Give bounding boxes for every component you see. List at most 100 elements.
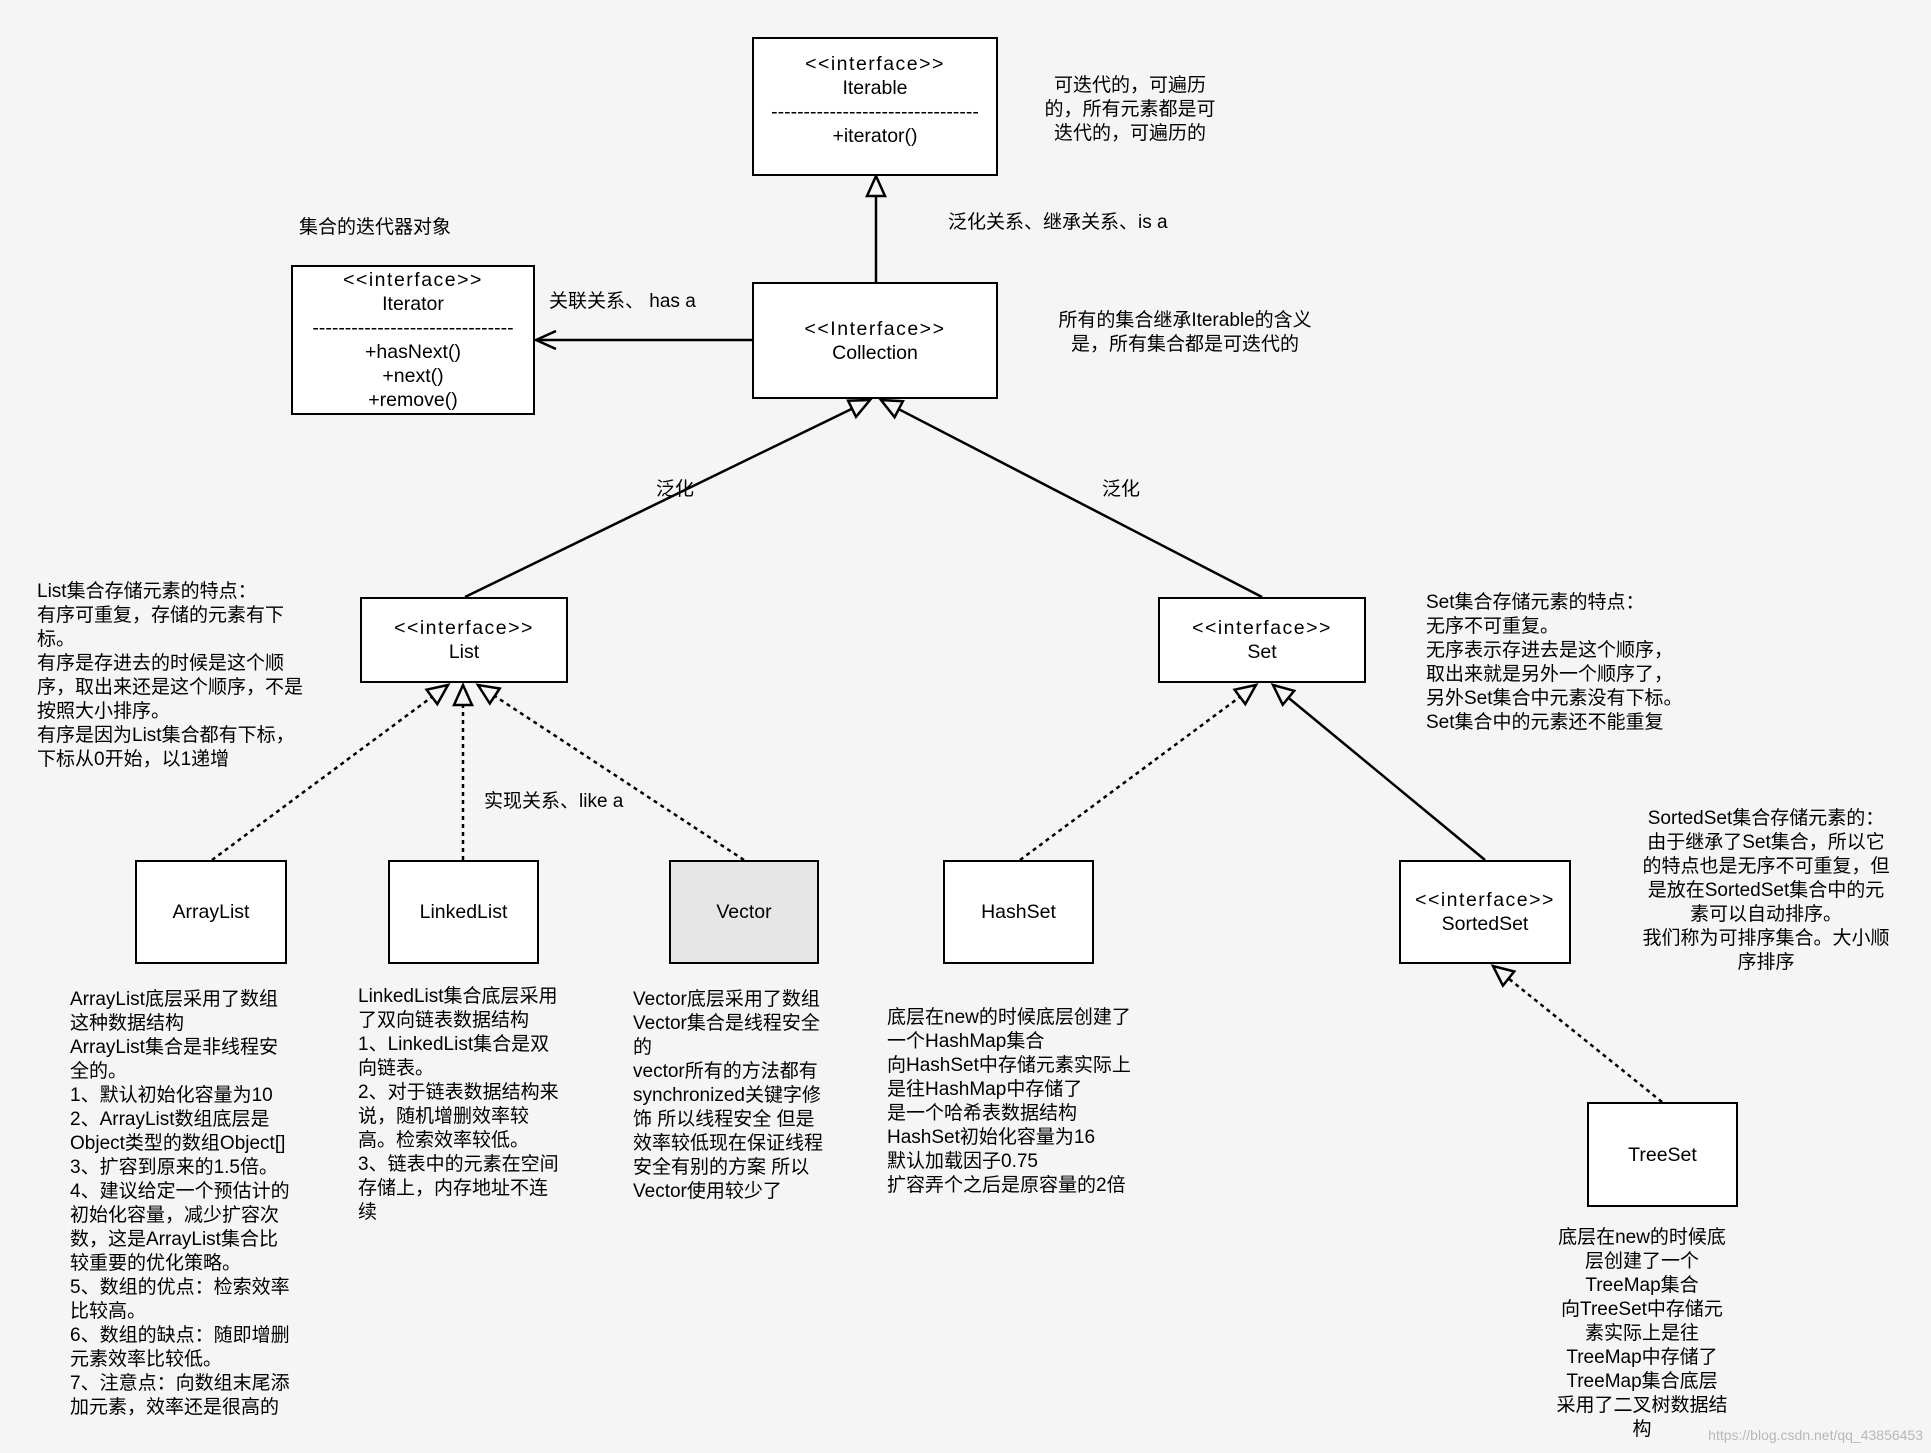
note-line: 无序表示存进去是这个顺序， — [1426, 640, 1674, 661]
relation-label-list-generalization: 泛化 — [656, 479, 695, 500]
note-line: 比较高。 — [70, 1301, 147, 1322]
note-line: 5、数组的优点：检索效率 — [70, 1277, 290, 1298]
class-name: ArrayList — [172, 901, 250, 923]
hollow-triangle-arrowhead — [846, 398, 873, 420]
relation-label-like-a: 实现关系、like a — [484, 791, 624, 812]
class-box-iterator: <<interface>> Iterator -----------------… — [291, 265, 535, 415]
stereotype-label: <<interface>> — [1415, 889, 1555, 911]
note-line: 序，取出来还是这个顺序，不是 — [37, 677, 304, 698]
note-line: 素可以自动排序。 — [1689, 904, 1842, 925]
note-line: 初始化容量，减少扩容次 — [70, 1205, 280, 1226]
class-box-hashset: HashSet — [943, 860, 1094, 964]
connector-line — [898, 408, 1263, 599]
note-line: 3、扩容到原来的1.5倍。 — [70, 1157, 278, 1178]
note-line: 全的。 — [70, 1061, 128, 1082]
note-line: 1、默认初始化容量为10 — [70, 1085, 273, 1106]
note-line: 加元素，效率还是很高的 — [70, 1397, 280, 1418]
note-line: 存储上，内存地址不连 — [358, 1178, 549, 1199]
note-line: 高。检索效率较低。 — [358, 1130, 530, 1151]
note-line: 的特点也是无序不可重复，但 — [1642, 856, 1890, 877]
realization-arraylist-list — [211, 683, 451, 862]
hollow-triangle-arrowhead — [1490, 964, 1517, 988]
stereotype-label: <<interface>> — [343, 269, 483, 291]
note-line: 按照大小排序。 — [37, 701, 171, 722]
note-line: Set集合存储元素的特点： — [1426, 592, 1645, 613]
note-list: List集合存储元素的特点：有序可重复，存储的元素有下标。有序是存进去的时候是这… — [37, 580, 303, 772]
note-line: vector所有的方法都有 — [633, 1061, 818, 1082]
note-line: 是，所有集合都是可迭代的 — [1070, 334, 1299, 355]
hollow-triangle-arrowhead — [452, 681, 474, 707]
association-collection-iterator — [532, 329, 752, 351]
note-line: synchronized关键字修 — [633, 1085, 821, 1106]
note-line: 饰 所以线程安全 但是 — [633, 1109, 815, 1130]
generalization-sortedset-set — [1270, 683, 1486, 861]
stereotype-label: <<Interface>> — [804, 317, 946, 340]
note-line: 了双向链表数据结构 — [358, 1010, 530, 1031]
note-line: 迭代的，可遍历的 — [1053, 123, 1206, 144]
note-line: 底层在new的时候底层创建了 — [887, 1007, 1131, 1028]
hollow-triangle-arrowhead — [424, 683, 451, 707]
note-line: 底层在new的时候底 — [1558, 1227, 1726, 1248]
class-name: LinkedList — [419, 901, 508, 923]
note-line: 采用了二叉树数据结 — [1556, 1395, 1728, 1416]
realization-vector-list — [475, 683, 745, 862]
class-name: Iterable — [842, 76, 908, 99]
note-line: 有序是因为List集合都有下标， — [37, 725, 295, 746]
relation-label-set-generalization: 泛化 — [1102, 479, 1141, 500]
realization-hashset-set — [1019, 683, 1259, 862]
note-line: TreeMap中存储了 — [1566, 1347, 1718, 1368]
class-box-collection: <<Interface>> Collection — [752, 282, 998, 399]
note-line: 这种数据结构 — [70, 1013, 185, 1034]
note-line: 续 — [358, 1202, 378, 1223]
note-line: Vector集合是线程安全 — [633, 1013, 820, 1034]
stereotype-label: <<interface>> — [805, 52, 945, 75]
note-line: 序排序 — [1737, 952, 1795, 973]
note-line: Vector使用较少了 — [633, 1181, 782, 1202]
class-box-vector: Vector — [669, 860, 819, 964]
method-label: +hasNext() — [365, 341, 461, 363]
note-line: 元素效率比较低。 — [70, 1349, 223, 1370]
note-line: 无序不可重复。 — [1426, 616, 1560, 637]
note-line: 较重要的优化策略。 — [70, 1253, 242, 1274]
note-line: 所有的集合继承Iterable的含义 — [1058, 310, 1312, 331]
note-line: 效率较低现在保证线程 — [633, 1133, 824, 1154]
note-line: 默认加载因子0.75 — [887, 1151, 1038, 1172]
class-name: List — [448, 641, 480, 663]
note-line: Set集合中的元素还不能重复 — [1426, 712, 1664, 733]
method-label: +iterator() — [832, 124, 918, 147]
stereotype-label: <<interface>> — [394, 617, 534, 639]
note-line: ArrayList集合是非线程安 — [70, 1037, 278, 1058]
class-box-linkedlist: LinkedList — [388, 860, 539, 964]
connector-line — [211, 695, 433, 862]
note-line: 6、数组的缺点：随即增删 — [70, 1325, 290, 1346]
note-sortedset: SortedSet集合存储元素的：由于继承了Set集合，所以它的特点也是无序不可… — [1631, 807, 1901, 975]
hollow-triangle-arrowhead — [1270, 683, 1297, 707]
relation-label-is-a: 泛化关系、继承关系、is a — [948, 212, 1168, 233]
class-name: Iterator — [382, 293, 444, 315]
class-name: HashSet — [981, 901, 1056, 923]
member-separator: -------------------------------- — [771, 100, 979, 123]
relation-label-has-a: 关联关系、 has a — [549, 291, 696, 312]
note-line: 层创建了一个 — [1584, 1251, 1699, 1272]
note-line: 向TreeSet中存储元 — [1561, 1299, 1723, 1320]
note-line: 说，随机增删效率较 — [358, 1106, 530, 1127]
note-line: 向HashSet中存储元素实际上 — [887, 1055, 1131, 1076]
note-line: 4、建议给定一个预估计的 — [70, 1181, 290, 1202]
note-line: List集合存储元素的特点： — [37, 581, 257, 602]
realization-linkedlist-list — [452, 681, 474, 860]
note-line: TreeMap集合 — [1585, 1275, 1699, 1296]
class-name: SortedSet — [1441, 913, 1529, 935]
note-line: 的，所有元素都是可 — [1044, 99, 1216, 120]
connector-line — [464, 407, 853, 599]
note-line: 构 — [1632, 1419, 1652, 1440]
note-line: 的 — [633, 1037, 653, 1058]
method-label: +next() — [382, 365, 444, 387]
note-line: 7、注意点：向数组末尾添 — [70, 1373, 290, 1394]
connector-line — [1019, 695, 1241, 862]
note-line: 另外Set集合中元素没有下标。 — [1426, 688, 1683, 709]
